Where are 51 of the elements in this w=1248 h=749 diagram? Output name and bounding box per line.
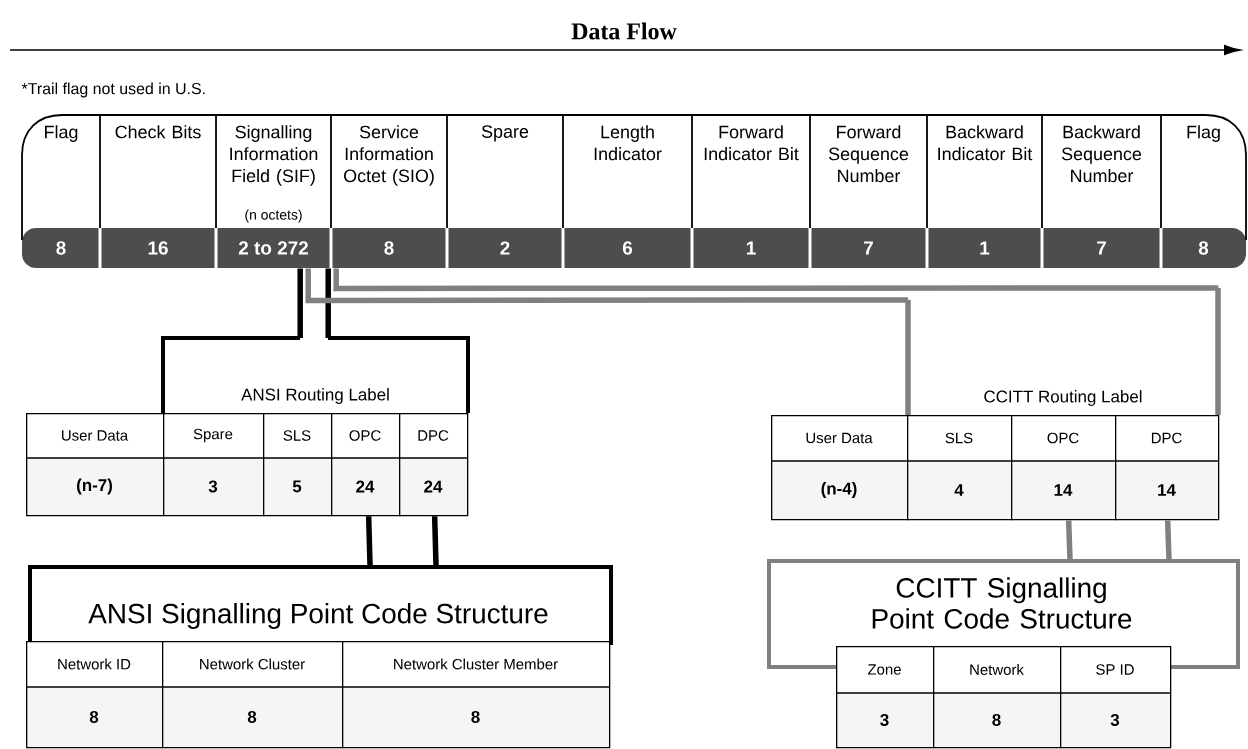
routing-label-bracket: ANSI Routing Label — [161, 336, 470, 413]
field-cell: Forward Sequence Number 7 — [809, 114, 928, 268]
node-label: Flag — [45, 125, 78, 142]
node-label: (n octets) — [245, 209, 302, 223]
field-cell: Backward Sequence Number 7 — [1041, 114, 1162, 268]
table-cell: User Data (n-7) — [25, 413, 165, 517]
table-cell: Network 8 — [932, 646, 1062, 749]
connector-line — [431, 516, 439, 566]
table-cell: SP ID 3 — [1059, 646, 1172, 749]
node-label: Service Information Octet (SIO) — [344, 125, 434, 186]
node-label: Check Bits — [115, 125, 201, 139]
table-cell: OPC 14 — [1010, 415, 1117, 521]
table-cell: Network Cluster Member 8 — [341, 641, 611, 749]
node-label: Backward Sequence Number — [1061, 125, 1142, 183]
note: *Trail flag not used in U.S. — [21, 82, 205, 98]
structure-box: ANSI Signalling Point Code Structure — [28, 565, 613, 645]
table-cell: Zone 3 — [835, 646, 935, 749]
field-cell: Flag 8 — [1160, 114, 1247, 268]
table-cell: DPC 14 — [1114, 415, 1220, 521]
connector-line — [1065, 520, 1073, 560]
node-label: Forward Indicator Bit — [704, 125, 799, 161]
node-label: Length Indicator — [594, 125, 662, 161]
field-cell: Spare 2 — [446, 114, 564, 268]
node-label: Forward Sequence Number — [828, 125, 909, 183]
table-cell: User Data (n-4) — [770, 415, 909, 521]
connector-line — [305, 268, 908, 304]
field-cell: Flag 8 — [21, 114, 101, 268]
table-cell: Network Cluster 8 — [161, 641, 344, 749]
node-label: Spare — [481, 125, 529, 142]
node-label: Flag — [1187, 125, 1220, 142]
table-cell: Spare 3 — [162, 413, 265, 517]
table-cell: SLS 4 — [906, 415, 1013, 521]
routing-label-bracket: CCITT Routing Label — [905, 288, 1221, 415]
table-cell: DPC 24 — [398, 413, 469, 517]
connector-line — [365, 516, 373, 566]
field-cell: Forward Indicator Bit 1 — [691, 114, 811, 268]
title: Data Flow — [571, 22, 677, 40]
connector-line — [333, 268, 1219, 292]
field-cell: Check Bits 16 — [99, 114, 217, 268]
field-cell: Signalling Information Field (SIF) (n octets) 2 to 272 — [215, 114, 332, 268]
connector-line — [297, 268, 303, 338]
table-cell: Network ID 8 — [25, 641, 164, 749]
node-label: Signalling Information Field (SIF) — [230, 125, 318, 186]
node-label: Backward Indicator Bit — [938, 125, 1033, 161]
field-cell: Length Indicator 6 — [562, 114, 693, 268]
table-cell: SLS 5 — [262, 413, 333, 517]
field-cell: Service Information Octet (SIO) 8 — [330, 114, 448, 268]
connector-line — [325, 268, 331, 338]
table-cell: OPC 24 — [330, 413, 401, 517]
field-cell: Backward Indicator Bit 1 — [926, 114, 1043, 268]
connector-line — [1164, 520, 1172, 560]
